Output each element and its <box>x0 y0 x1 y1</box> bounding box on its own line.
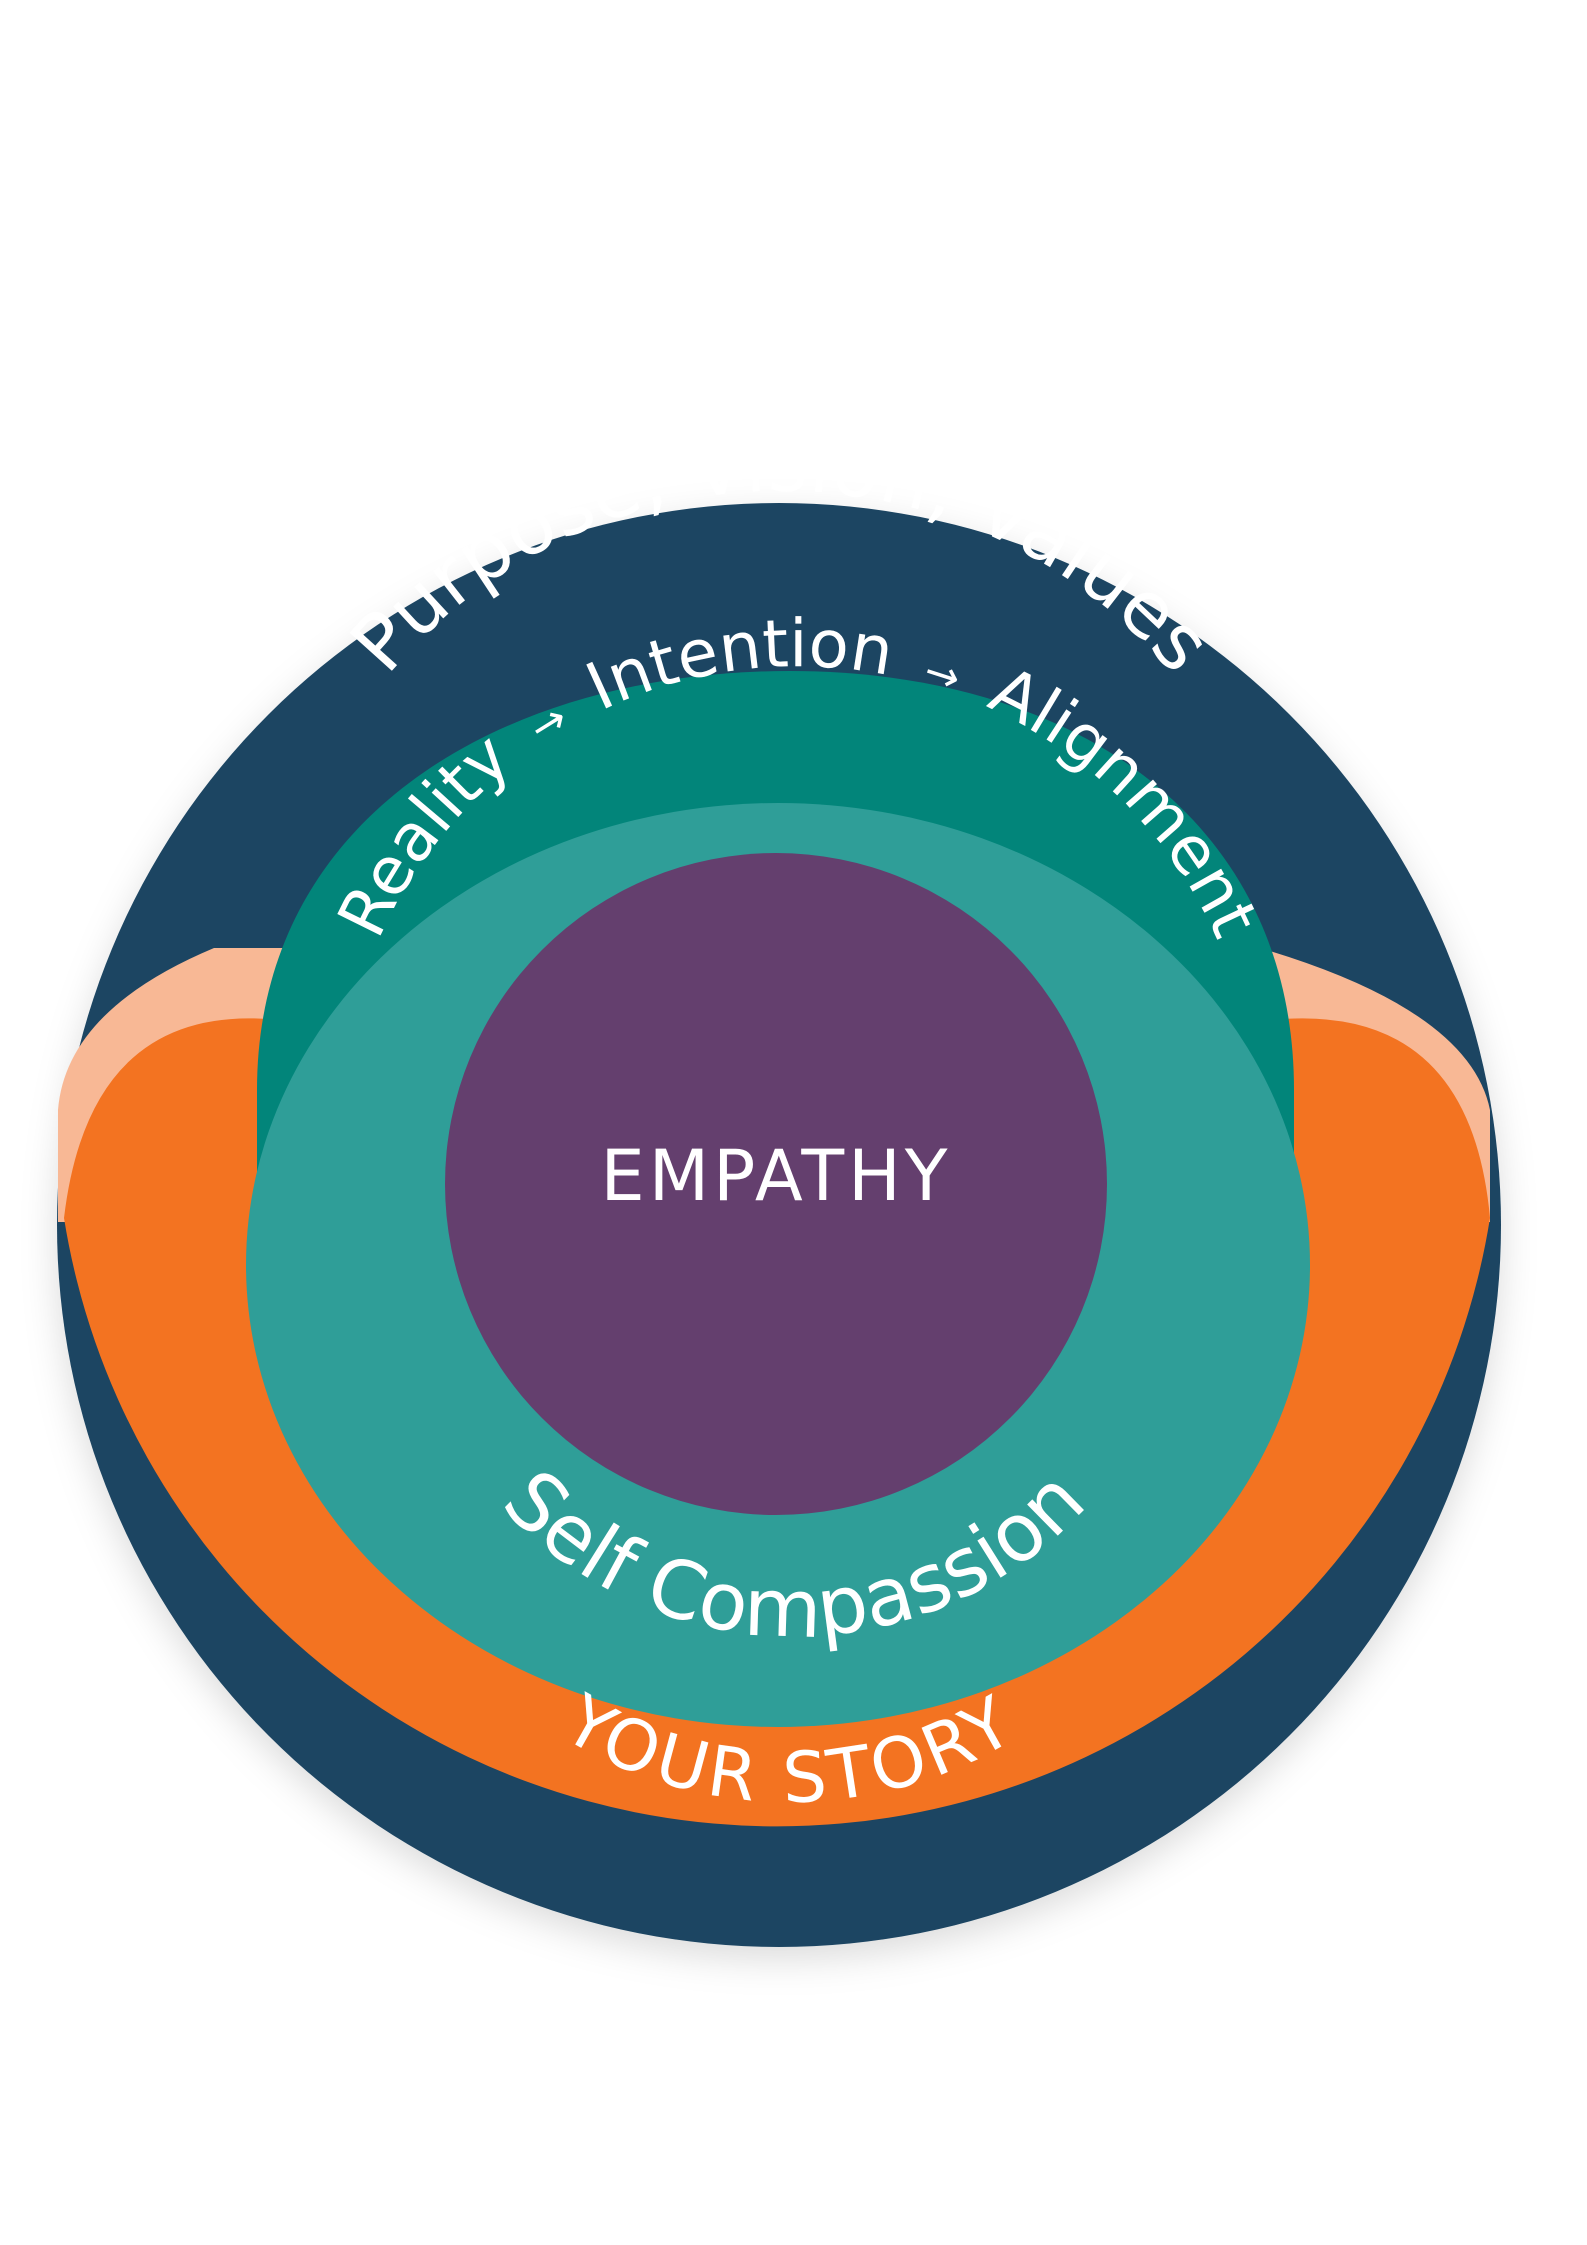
empathy-label: EMPATHY <box>601 1135 952 1217</box>
purple-center-circle <box>445 853 1107 1515</box>
